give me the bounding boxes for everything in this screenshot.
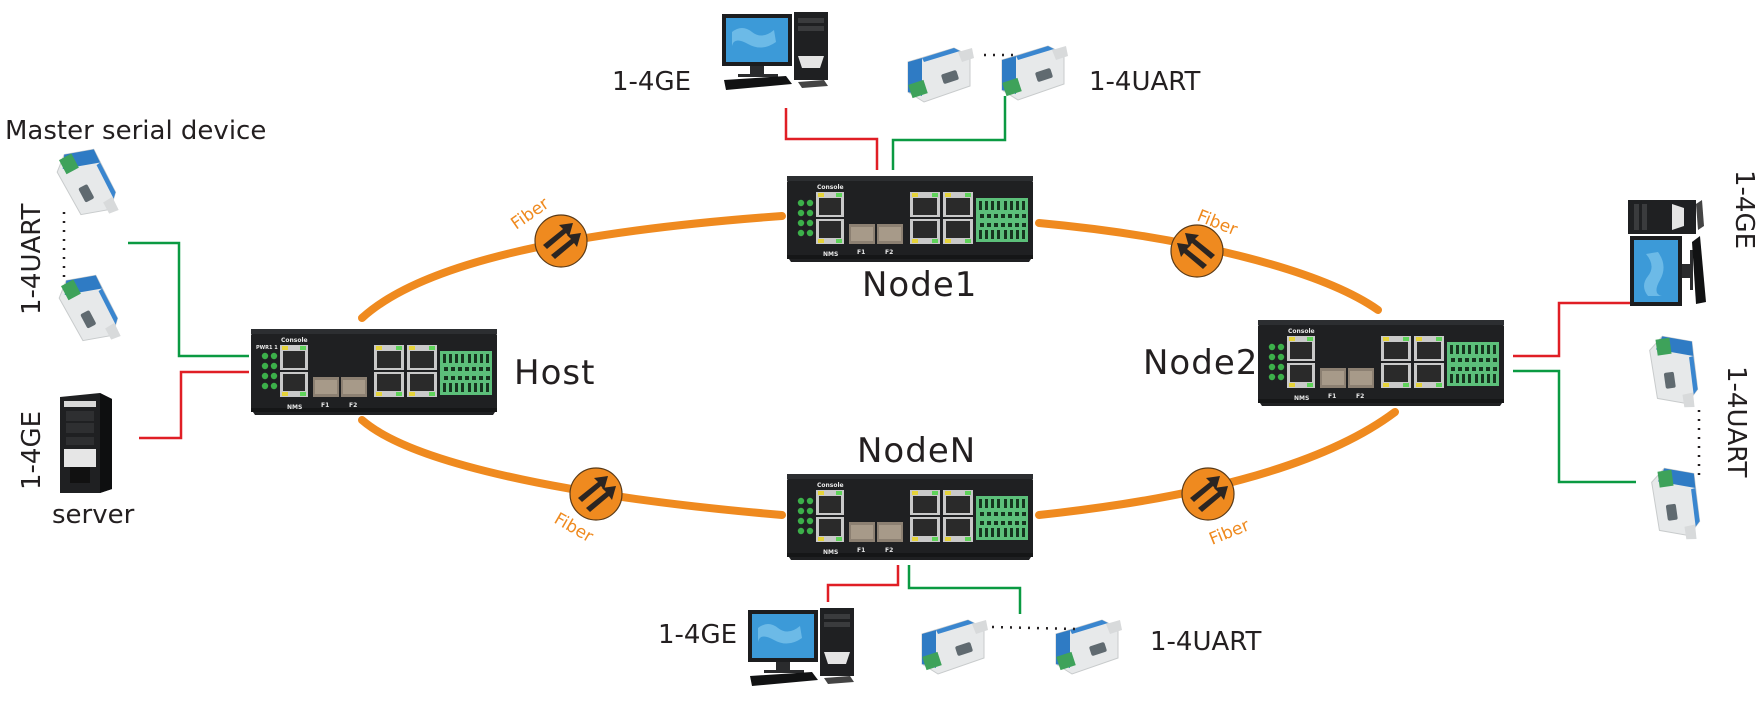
f1-label: F1 (857, 249, 865, 256)
nms-label: NMS (823, 549, 838, 556)
f2-label: F2 (885, 547, 893, 554)
nodeN-ge-label: 1-4GE (658, 620, 737, 650)
fiber-badge-3: Fiber (551, 467, 623, 547)
pwr-label: PWR1 1 (256, 345, 278, 351)
serial-device-icon (53, 146, 120, 222)
f2-label: F2 (1356, 393, 1364, 400)
double-arrow-icon (569, 467, 623, 521)
fiber-nodeN-node2 (1035, 408, 1399, 519)
nodeN-uart-label: 1-4UART (1150, 627, 1261, 657)
desktop-pc-icon (722, 12, 828, 90)
fiber-badge-2: Fiber (1170, 206, 1240, 278)
console-label: Console (817, 184, 844, 191)
node-label-host: Host (514, 353, 595, 393)
serial-link (128, 241, 249, 358)
fiber-label: Fiber (1206, 516, 1252, 550)
ethernet-link (139, 370, 249, 440)
fiber-ring (358, 212, 1399, 519)
f1-label: F1 (857, 547, 865, 554)
master-serial-label: Master serial device (5, 116, 266, 146)
node2-uart-label: 1-4UART (1721, 366, 1751, 477)
serial-link (907, 565, 1022, 614)
server-icon (60, 393, 112, 493)
fiber-badge-1: Fiber (507, 194, 588, 268)
nms-label: NMS (1294, 395, 1309, 402)
serial-device-icon (1642, 466, 1709, 542)
double-arrow-icon (1181, 467, 1235, 521)
serial-device-icon (1640, 334, 1707, 410)
node-label-nodeN: NodeN (857, 431, 976, 471)
host-uart-label: 1-4UART (17, 204, 47, 315)
ethernet-link (1513, 301, 1630, 358)
f2-label: F2 (885, 249, 893, 256)
console-label: Console (817, 482, 844, 489)
serial-device-icon (907, 47, 975, 103)
node2-ge-label: 1-4GE (1729, 170, 1759, 249)
f2-label: F2 (349, 402, 357, 409)
serial-link (891, 96, 1007, 170)
ethernet-link (826, 565, 900, 602)
f1-label: F1 (321, 402, 329, 409)
switch-node2[interactable]: Console NMS F1 F2 (1258, 320, 1504, 406)
node1-uart-label: 1-4UART (1089, 67, 1200, 97)
server-label: server (52, 500, 135, 530)
console-label: Console (1288, 328, 1315, 335)
ethernet-link (784, 108, 879, 170)
switch-node1[interactable]: Console NMS F1 F2 (787, 176, 1033, 262)
f1-label: F1 (1328, 393, 1336, 400)
device-ellipsis-dots (991, 625, 1077, 631)
node-label-node2: Node2 (1143, 343, 1258, 383)
desktop-pc-icon (748, 608, 854, 686)
serial-device-icon (55, 272, 122, 348)
fiber-node1-node2 (1035, 219, 1382, 314)
fiber-host-nodeN (358, 416, 786, 519)
double-arrow-icon (534, 214, 588, 268)
serial-device-icon (921, 619, 989, 675)
desktop-pc-icon (1628, 200, 1706, 306)
node-label-node1: Node1 (862, 265, 977, 305)
nms-label: NMS (823, 251, 838, 258)
nms-label: NMS (287, 404, 302, 411)
switch-host[interactable]: Console PWR1 1 NMS F1 F2 (251, 329, 497, 415)
node1-ge-label: 1-4GE (612, 67, 691, 97)
fiber-host-node1 (358, 212, 786, 322)
console-label: Console (281, 337, 308, 344)
serial-link (1513, 369, 1636, 484)
host-ge-label: 1-4GE (17, 411, 47, 490)
switch-nodeN[interactable]: Console NMS F1 F2 (787, 474, 1033, 560)
